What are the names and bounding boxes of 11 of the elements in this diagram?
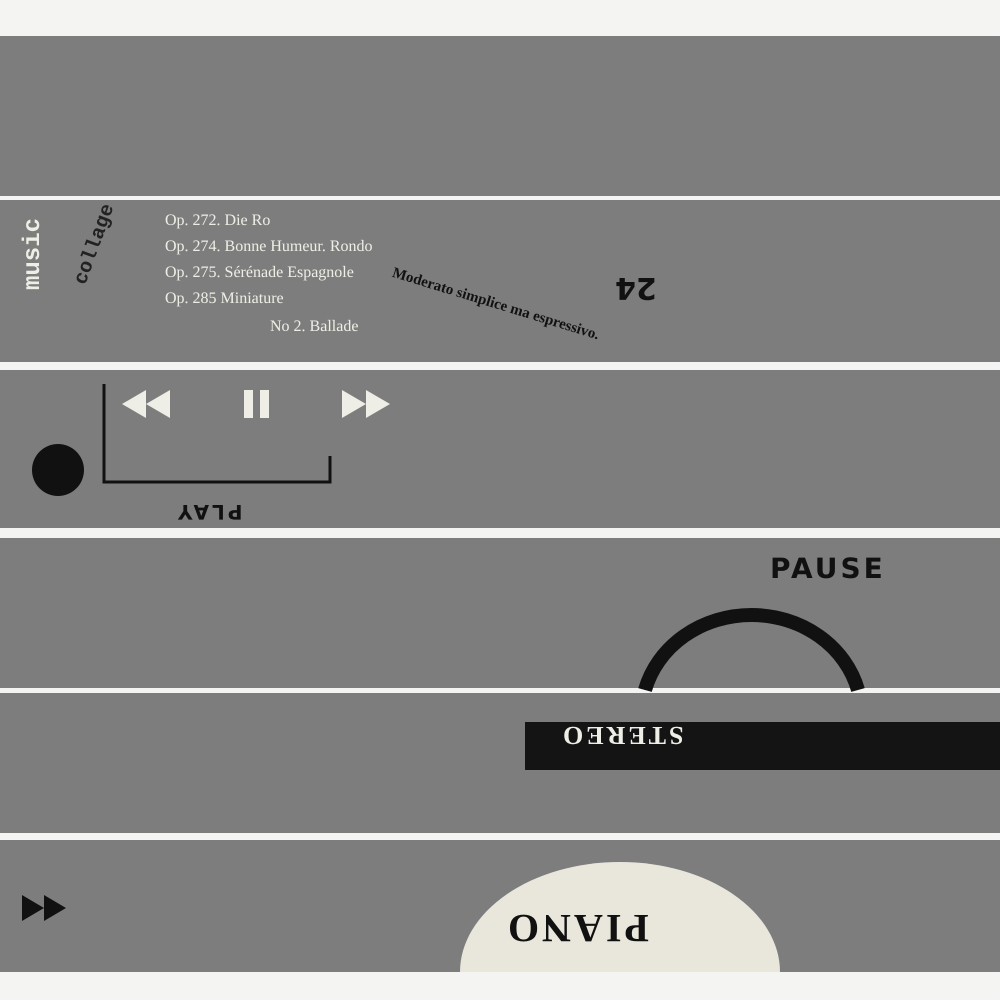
word: PIANO xyxy=(505,905,649,952)
text-line: Op. 272. Die Ro xyxy=(165,212,270,230)
text-line: Op. 275. Sérénade Espagnole xyxy=(165,264,354,282)
text-line: Op. 285 Miniature xyxy=(165,290,284,308)
vertical-text: music xyxy=(20,218,47,290)
word: STEREO xyxy=(560,720,684,750)
text-line: Op. 274. Bonne Humeur. Rondo xyxy=(165,238,373,256)
text-line: No 2. Ballade xyxy=(270,318,358,336)
word: PAUSE xyxy=(770,552,886,585)
word: PLAY xyxy=(175,500,242,524)
number: 24 xyxy=(615,270,657,305)
